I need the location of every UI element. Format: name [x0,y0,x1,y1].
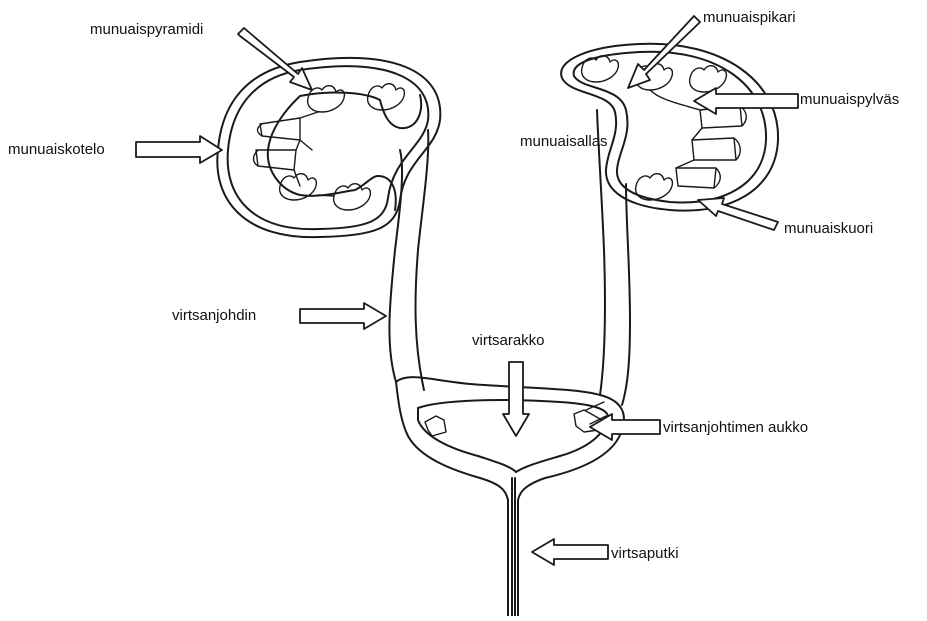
arrow-munuaiskotelo [136,136,222,163]
left-ureter [389,130,428,390]
label-munuaispylvas: munuaispylväs [800,91,899,109]
label-virtsaputki: virtsaputki [611,545,679,563]
label-munuaisallas: munuaisallas [520,133,608,151]
label-virtsanjohdin: virtsanjohdin [172,307,256,325]
ureters [389,110,630,405]
label-virtsanjohtimen-aukko: virtsanjohtimen aukko [663,419,808,437]
arrow-munuaispylvas [694,88,798,114]
urethra-inner [512,478,515,616]
right-kidney [561,44,778,211]
left-pyramids [254,84,405,210]
arrow-virtsanjohtimen-aukko [590,414,660,440]
left-kidney-pelvis [268,93,421,210]
label-munuaiskotelo: munuaiskotelo [8,141,105,159]
label-virtsarakko: virtsarakko [472,332,545,350]
label-munuaiskuori: munuaiskuori [784,220,873,238]
left-kidney [217,58,440,237]
label-munuaispikari: munuaispikari [703,9,796,27]
label-munuaispyramidi: munuaispyramidi [90,21,203,39]
right-ureter [597,110,630,405]
arrow-munuaiskuori [698,198,778,230]
arrow-virtsanjohdin [300,303,386,329]
right-kidney-capsule-inner [574,52,766,203]
arrow-virtsaputki [532,539,608,565]
arrow-munuaispyramidi [238,28,312,90]
